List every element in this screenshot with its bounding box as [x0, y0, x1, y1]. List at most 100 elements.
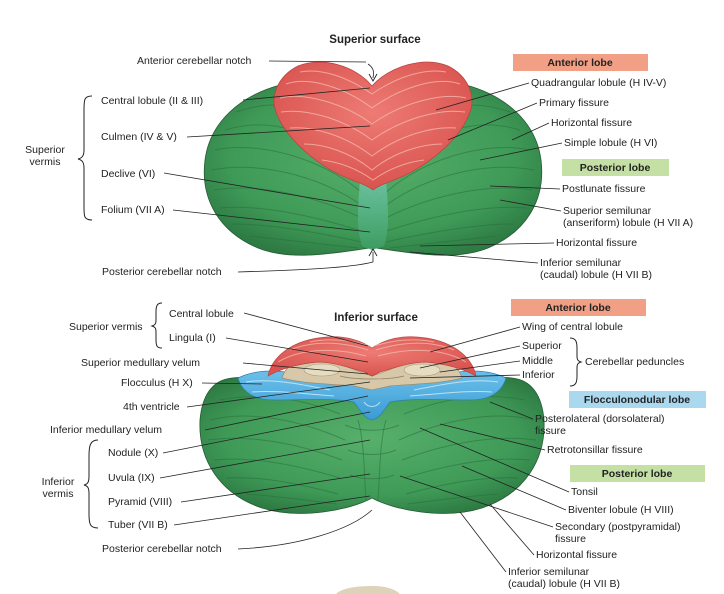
- label-superior-medullary-velum: Superior medullary velum: [81, 357, 200, 369]
- inferior-superior-vermis-brace: [150, 302, 163, 349]
- leader-quadrangular-lobule: [435, 82, 530, 111]
- leader-primary-fissure: [447, 102, 538, 141]
- label-tonsil: Tonsil: [571, 486, 598, 498]
- inferior-anterior-lobe-box-label: Anterior lobe: [545, 302, 610, 314]
- superior-anterior-notch-arrow: [367, 63, 378, 82]
- superior-vermis-shape: [358, 180, 388, 250]
- leader-postlunate-fissure: [489, 185, 561, 190]
- label-peduncle-superior: Superior: [522, 340, 562, 352]
- label-secondary-fissure-1: Secondary (postpyramidal): [555, 521, 680, 533]
- label-inferior-semilunar-inf-1: Inferior semilunar: [508, 566, 590, 578]
- leader-pyramid: [180, 473, 371, 503]
- superior-posterior-notch-arrow: [368, 248, 378, 262]
- leader-posterior-cerebellar-notch-inf: [237, 509, 373, 550]
- label-simple-lobule: Simple lobule (H VI): [564, 137, 657, 149]
- leader-horizontal-fissure-sup-2: [419, 242, 555, 247]
- superior-surface-title: Superior surface: [329, 34, 420, 46]
- inferior-posterior-lobe-box-label: Posterior lobe: [602, 468, 673, 480]
- leader-posterior-cerebellar-notch-sup: [237, 261, 374, 273]
- label-peduncle-middle: Middle: [522, 355, 553, 367]
- leader-fourth-ventricle: [186, 381, 371, 408]
- inferior-vermis-label-1: Inferior: [42, 476, 75, 488]
- leader-superior-semilunar: [499, 199, 562, 212]
- leader-folium: [172, 209, 371, 233]
- label-posterolateral-fissure-2: fissure: [535, 425, 566, 437]
- superior-anterior-lobe-box: [513, 54, 648, 71]
- leader-culmen: [186, 125, 371, 138]
- inferior-anterior-lobe-box: [511, 299, 646, 316]
- label-primary-fissure: Primary fissure: [539, 97, 609, 109]
- label-culmen: Culmen (IV & V): [101, 131, 177, 143]
- leader-flocculus: [201, 382, 263, 385]
- inferior-vermis-brace: [83, 439, 99, 529]
- label-nodule: Nodule (X): [108, 447, 158, 459]
- label-folium: Folium (VII A): [101, 204, 165, 216]
- inferior-vermis-label-2: vermis: [43, 488, 74, 500]
- label-retrotonsillar-fissure: Retrotonsillar fissure: [547, 444, 643, 456]
- superior-vermis-brace: [77, 95, 93, 221]
- inferior-red-folia: [277, 339, 467, 363]
- label-inferior-medullary-velum: Inferior medullary velum: [50, 424, 162, 436]
- inferior-superior-vermis-label: Superior vermis: [69, 321, 143, 333]
- label-pyramid: Pyramid (VIII): [108, 496, 172, 508]
- label-secondary-fissure-2: fissure: [555, 533, 586, 545]
- leader-secondary-fissure: [399, 475, 554, 528]
- leader-peduncle-middle: [439, 360, 521, 373]
- cerebellar-peduncles-brace: [569, 337, 583, 387]
- label-wing-central-lobule: Wing of central lobule: [522, 321, 623, 333]
- leader-inferior-semilunar-inf: [459, 511, 507, 573]
- label-declive: Declive (VI): [101, 168, 155, 180]
- label-horizontal-fissure-sup-2: Horizontal fissure: [556, 237, 637, 249]
- leader-uvula: [159, 439, 371, 479]
- label-fourth-ventricle: 4th ventricle: [123, 401, 180, 413]
- leader-wing-central-lobule: [429, 326, 521, 353]
- leader-tonsil: [419, 427, 570, 493]
- leader-lingula: [225, 337, 369, 363]
- label-central-lobule-inf: Central lobule: [169, 308, 234, 320]
- leader-central-lobule-sup: [242, 87, 371, 101]
- label-superior-semilunar-1: Superior semilunar: [563, 205, 652, 217]
- leader-inferior-semilunar-sup: [409, 251, 539, 264]
- superior-vermis-label-1: Superior: [25, 144, 65, 156]
- leader-simple-lobule: [479, 142, 563, 161]
- leader-superior-medullary-velum: [242, 362, 369, 375]
- inferior-green-folia: [207, 396, 537, 505]
- flocculonodular-lobe-box-label: Flocculonodular lobe: [584, 394, 690, 406]
- label-tuber: Tuber (VII B): [108, 519, 168, 531]
- leader-posterolateral-fissure: [489, 401, 534, 420]
- label-quadrangular-lobule: Quadrangular lobule (H IV-V): [531, 77, 666, 89]
- leader-horizontal-fissure-sup-1: [511, 122, 550, 141]
- label-flocculus: Flocculus (H X): [121, 377, 193, 389]
- label-horizontal-fissure-sup-1: Horizontal fissure: [551, 117, 632, 129]
- label-central-lobule-sup: Central lobule (II & III): [101, 95, 203, 107]
- bottom-cropped-shape: [336, 586, 400, 594]
- leader-anterior-cerebellar-notch: [268, 60, 367, 63]
- label-inferior-semilunar-inf-2: (caudal) lobule (H VII B): [508, 578, 620, 590]
- leader-tuber: [173, 495, 371, 526]
- label-lingula: Lingula (I): [169, 332, 216, 344]
- label-inferior-semilunar-sup-2: (caudal) lobule (H VII B): [540, 269, 652, 281]
- superior-vermis-label-2: vermis: [30, 156, 61, 168]
- label-uvula: Uvula (IX): [108, 472, 155, 484]
- label-superior-semilunar-2: (anseriform) lobule (H VII A): [563, 217, 693, 229]
- inferior-surface: Inferior surface: [42, 299, 706, 594]
- label-posterior-cerebellar-notch-sup: Posterior cerebellar notch: [102, 266, 222, 278]
- label-posterolateral-fissure-1: Posterolateral (dorsolateral): [535, 413, 665, 425]
- label-postlunate-fissure: Postlunate fissure: [562, 183, 646, 195]
- leader-retrotonsillar-fissure: [439, 423, 546, 451]
- superior-posterior-lobe-box: [562, 159, 669, 176]
- superior-anterior-lobe-shape: [273, 61, 473, 191]
- leader-declive: [163, 172, 371, 209]
- leader-peduncle-inferior: [409, 374, 521, 379]
- label-posterior-cerebellar-notch-inf: Posterior cerebellar notch: [102, 543, 222, 555]
- label-horizontal-fissure-inf: Horizontal fissure: [536, 549, 617, 561]
- label-biventer-lobule: Biventer lobule (H VIII): [568, 504, 674, 516]
- leader-peduncle-superior: [419, 345, 521, 369]
- superior-posterior-lobe-box-label: Posterior lobe: [580, 162, 651, 174]
- superior-anterior-lobe-box-label: Anterior lobe: [547, 57, 612, 69]
- label-inferior-semilunar-sup-1: Inferior semilunar: [540, 257, 622, 269]
- flocculonodular-lobe-box: [569, 391, 706, 408]
- label-peduncle-inferior: Inferior: [522, 369, 555, 381]
- inferior-blue-folia: [245, 380, 499, 407]
